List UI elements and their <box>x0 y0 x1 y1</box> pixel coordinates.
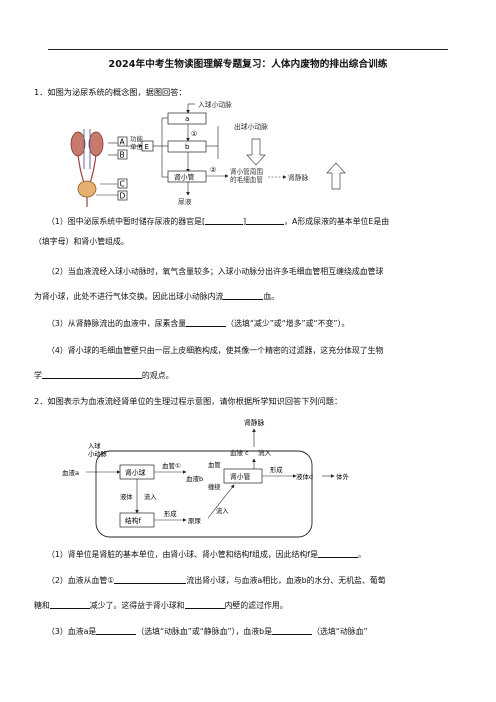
label-A: A <box>120 138 126 147</box>
q1-part4-line2: 学的观点。 <box>34 369 174 380</box>
box-a: a <box>185 115 189 123</box>
blood-c-label: 血液 c <box>230 448 249 457</box>
label-C: C <box>120 180 125 189</box>
up-arrow-icon <box>326 162 346 190</box>
q1-part2-line2: 为肾小球，此处不进行气体交换。因此出球小动脉内流血。 <box>34 290 280 301</box>
q1-part1-line2: （填字母）和肾小管组成。 <box>34 237 129 246</box>
primary-urine-label: 原尿 <box>188 517 202 525</box>
q2-part1: （1）肾单位是肾脏的基本单位，由肾小球、肾小管和结构f组成，因此结构f是。 <box>47 548 366 559</box>
answer-blank[interactable] <box>317 548 358 558</box>
answer-blank[interactable] <box>49 599 90 609</box>
form-label-2: 形成 <box>164 509 177 518</box>
box-tubule: 肾小管 <box>174 173 195 182</box>
q1-part4: （4）肾小球的毛细血管壁只由一层上皮细胞构成，使其像一个精密的过滤器，这充分体现… <box>47 346 384 355</box>
afferent-label-2: 小动脉 <box>88 449 108 458</box>
page-title: 2024年中考生物读图理解专题复习：人体内废物的排出综合训练 <box>108 59 388 70</box>
function-unit-label: 功能 <box>130 134 144 143</box>
q1-part2: （2）当血液流经入球小动脉时，氧气含量较多；入球小动脉分出许多毛细血管相互缠绕成… <box>47 267 384 276</box>
down-arrow-icon <box>246 138 266 166</box>
capillary-label-2: 的毛细血管 <box>230 175 263 184</box>
afferent-label-1: 入球 <box>88 441 101 450</box>
blood-b-label: 血液b <box>186 474 203 483</box>
vessel-label: 血管 <box>208 460 221 469</box>
capillary-label-1: 肾小管周围 <box>230 167 263 176</box>
answer-blank[interactable] <box>272 625 313 635</box>
answer-blank[interactable] <box>205 215 244 225</box>
answer-blank[interactable] <box>96 625 137 635</box>
glomerulus-box: 肾小球 <box>125 468 146 477</box>
tubule-box: 肾小管 <box>230 472 251 481</box>
num-2: ② <box>210 166 216 174</box>
answer-blank[interactable] <box>223 290 264 300</box>
inflow-label-left: 流入 <box>144 492 157 501</box>
answer-blank[interactable] <box>114 574 187 584</box>
form-label: 形成 <box>270 465 283 474</box>
liquid-d-label: 液体d <box>296 472 313 481</box>
q2-part3: （3）血液a是（选填“动脉血”或“静脉血”），血液b是（选填“动脉血” <box>47 625 368 636</box>
outside-label: 体外 <box>336 472 350 481</box>
answer-blank[interactable] <box>186 317 227 327</box>
answer-blank[interactable] <box>246 215 285 225</box>
answer-blank[interactable] <box>184 599 225 609</box>
nephron-flow-diagram: 肾静脉 血液 c 流入 入球 小动脉 血液a 肾小球 血管① 血液b 血管 缠绕… <box>62 418 350 538</box>
answer-blank[interactable] <box>41 369 142 379</box>
box-b: b <box>185 143 190 151</box>
function-unit-label-2: 单位 <box>130 142 144 151</box>
nephron-outline <box>95 450 313 538</box>
label-D: D <box>120 192 126 201</box>
renal-vein-label: 肾静脉 <box>244 418 265 427</box>
question-1-stem: 1．如图为泌尿系统的概念图，据图回答： <box>34 87 187 97</box>
inflow-label-top: 流入 <box>258 448 272 457</box>
urinary-organs-illustration <box>70 129 104 207</box>
efferent-arteriole-label: 出球小动脉 <box>234 122 268 131</box>
q1-part1: （1）图中泌尿系统中暂时储存尿液的器官是[]，A形成尿液的基本单位E是由 <box>47 215 390 226</box>
label-E: E <box>145 143 149 151</box>
label-B: B <box>120 151 125 160</box>
vessel-1-label: 血管① <box>162 461 181 470</box>
blood-a-label: 血液a <box>62 468 79 477</box>
urine-label: 尿液 <box>178 197 192 206</box>
question-2-stem: 2．如图表示为血液流经肾单位的生理过程示意图，请你根据所学知识回答下列问题： <box>34 396 343 406</box>
structure-f-box: 结构f <box>125 516 142 525</box>
q2-part2-line2: 糖和减少了。这得益于肾小球和内壁的滤过作用。 <box>34 599 288 610</box>
header-rule <box>48 49 448 50</box>
renal-vein-label: 肾静脉 <box>288 173 309 182</box>
urinary-system-concept-map: A B C D 功能 单位 E 入球小动脉 a ① b 出球小动脉 肾小管 ② … <box>70 100 346 207</box>
afferent-arteriole-label: 入球小动脉 <box>198 100 232 109</box>
liquid-label: 液体 <box>120 492 133 501</box>
q1-part3: （3）从肾静脉流出的血液中，尿素含量（选填“减少”或“增多”或“不变”）。 <box>47 317 350 328</box>
num-1: ① <box>191 130 197 138</box>
wrap-label: 缠绕 <box>208 482 221 491</box>
flow-label: 流入 <box>216 506 229 515</box>
